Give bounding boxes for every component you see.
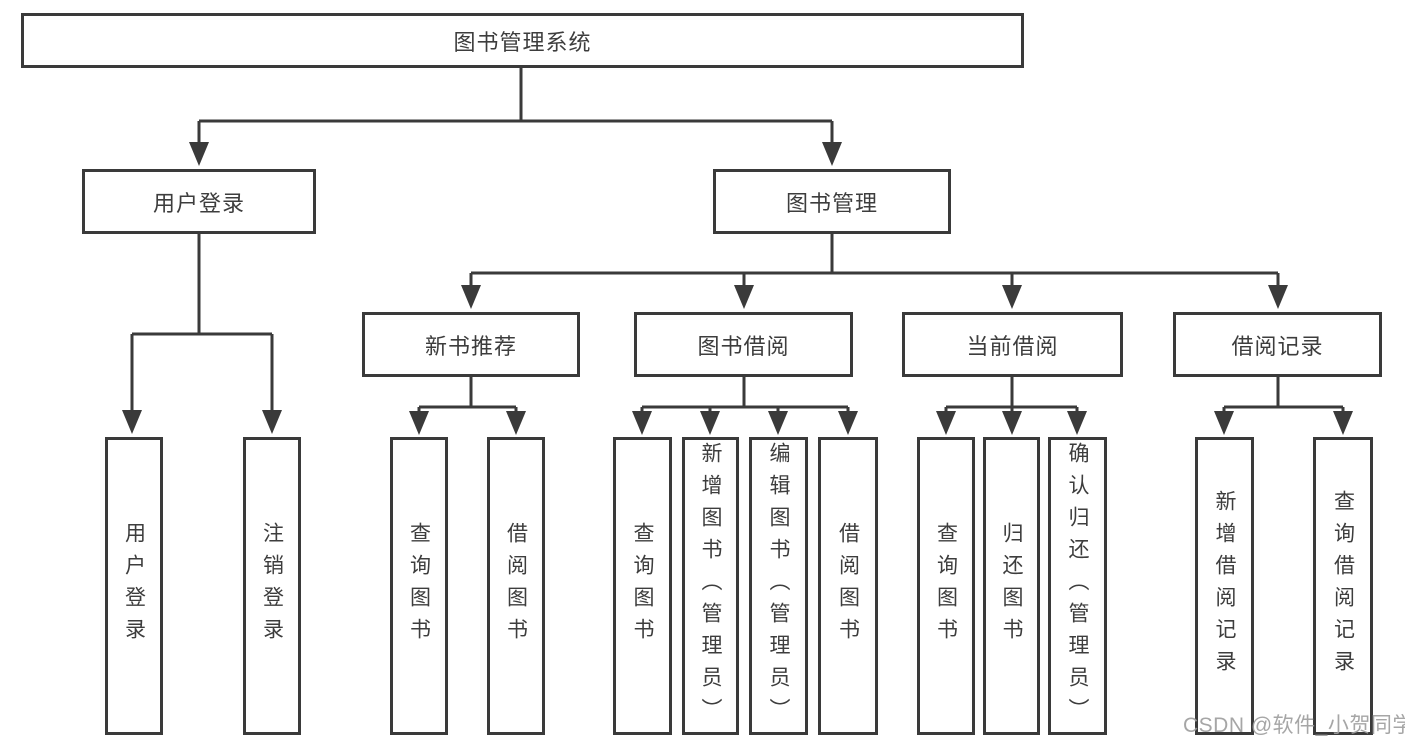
leaf-query-borrow-record: 查询借阅记录 [1313,437,1373,735]
leaf-borrow-books: 借阅图书 [818,437,878,735]
node-current-borrowing: 当前借阅 [902,312,1123,377]
leaf-user-login: 用户登录 [105,437,163,735]
leaf-add-borrow-record: 新增借阅记录 [1195,437,1254,735]
leaf-borrow-books-recommend: 借阅图书 [487,437,545,735]
node-borrowing-records: 借阅记录 [1173,312,1382,377]
leaf-return-books: 归还图书 [983,437,1040,735]
node-library-management-system: 图书管理系统 [21,13,1024,68]
leaf-edit-books-admin: 编辑图书（管理员） [749,437,808,735]
leaf-query-books-recommend: 查询图书 [390,437,448,735]
leaf-query-books-borrowing: 查询图书 [613,437,672,735]
node-new-book-recommendation: 新书推荐 [362,312,580,377]
leaf-add-books-admin: 新增图书（管理员） [682,437,739,735]
node-book-borrowing: 图书借阅 [634,312,853,377]
csdn-watermark: CSDN @软件_小贺同学 [1183,714,1405,737]
leaf-query-books-current: 查询图书 [917,437,975,735]
leaf-confirm-return-admin: 确认归还（管理员） [1048,437,1107,735]
leaf-logout: 注销登录 [243,437,301,735]
node-book-management: 图书管理 [713,169,951,234]
node-user-login: 用户登录 [82,169,316,234]
